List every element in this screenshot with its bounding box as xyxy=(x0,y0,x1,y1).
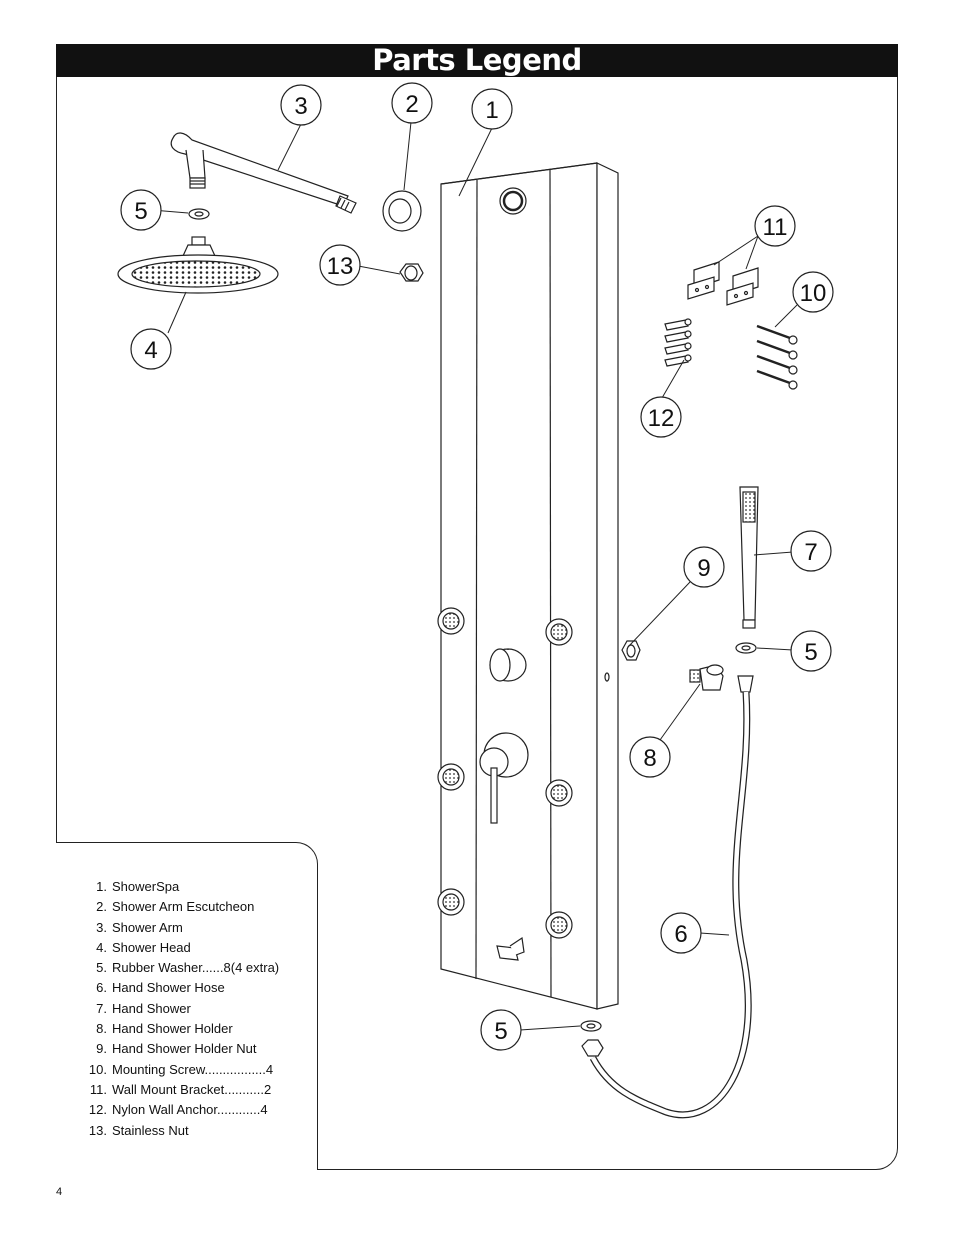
callout-1: 1 xyxy=(485,97,498,124)
callout-12: 12 xyxy=(648,405,675,432)
escutcheon-illustration xyxy=(382,190,422,232)
callout-4: 4 xyxy=(144,337,157,364)
shower-panel-illustration xyxy=(437,162,619,1010)
list-item: 8.Hand Shower Holder xyxy=(96,1021,233,1037)
callout-6: 6 xyxy=(674,921,687,948)
list-item: 7.Hand Shower xyxy=(96,1000,191,1016)
callout-5-bottom: 5 xyxy=(494,1018,507,1045)
stainless-nut-illustration xyxy=(399,263,424,282)
shower-arm-illustration xyxy=(170,132,357,214)
hand-shower-holder-illustration xyxy=(689,664,724,691)
callout-2: 2 xyxy=(405,91,418,118)
list-item: 13.Stainless Nut xyxy=(88,1122,189,1138)
list-item: 11.Wall Mount Bracket...........2 xyxy=(89,1081,272,1097)
callout-circles xyxy=(120,82,834,1051)
callout-10: 10 xyxy=(800,280,827,307)
shower-head-illustration xyxy=(117,236,279,294)
hand-shower-hose-illustration xyxy=(581,675,754,1119)
mounting-screws-illustration xyxy=(756,324,798,390)
list-item: 5.Rubber Washer......8(4 extra) xyxy=(96,960,280,976)
list-item: 2.Shower Arm Escutcheon xyxy=(96,899,255,915)
callout-5-right: 5 xyxy=(804,639,817,666)
list-item: 1.ShowerSpa xyxy=(96,879,180,894)
callout-labels: 1 2 3 4 5 5 5 6 7 8 9 10 11 12 13 xyxy=(134,91,826,1045)
callout-13: 13 xyxy=(327,253,354,280)
callout-9: 9 xyxy=(697,555,710,582)
page-number: 4 xyxy=(56,1186,63,1198)
list-item: 6.Hand Shower Hose xyxy=(96,980,225,996)
hand-shower-illustration xyxy=(739,486,759,629)
title-bar: Parts Legend xyxy=(56,44,898,77)
page-title: Parts Legend xyxy=(372,43,582,77)
callout-7: 7 xyxy=(804,539,817,566)
parts-legend-box: 1.ShowerSpa 2.Shower Arm Escutcheon 3.Sh… xyxy=(56,842,318,1170)
list-item: 9.Hand Shower Holder Nut xyxy=(96,1041,257,1057)
parts-list: 1.ShowerSpa 2.Shower Arm Escutcheon 3.Sh… xyxy=(56,877,318,1141)
list-item: 12.Nylon Wall Anchor............4 xyxy=(88,1102,268,1118)
list-item: 10.Mounting Screw.................4 xyxy=(88,1061,274,1077)
holder-nut-illustration xyxy=(621,640,641,661)
rubber-washers xyxy=(188,208,757,1032)
wall-anchors-illustration xyxy=(664,318,692,367)
callout-5-top: 5 xyxy=(134,198,147,225)
callout-3: 3 xyxy=(294,93,307,120)
wall-brackets-illustration xyxy=(687,261,759,306)
list-item: 3.Shower Arm xyxy=(96,919,183,935)
list-item: 4.Shower Head xyxy=(96,939,191,955)
body-jets xyxy=(437,607,573,939)
callout-leaders xyxy=(151,121,798,1031)
callout-11: 11 xyxy=(763,214,788,241)
callout-8: 8 xyxy=(643,745,656,772)
